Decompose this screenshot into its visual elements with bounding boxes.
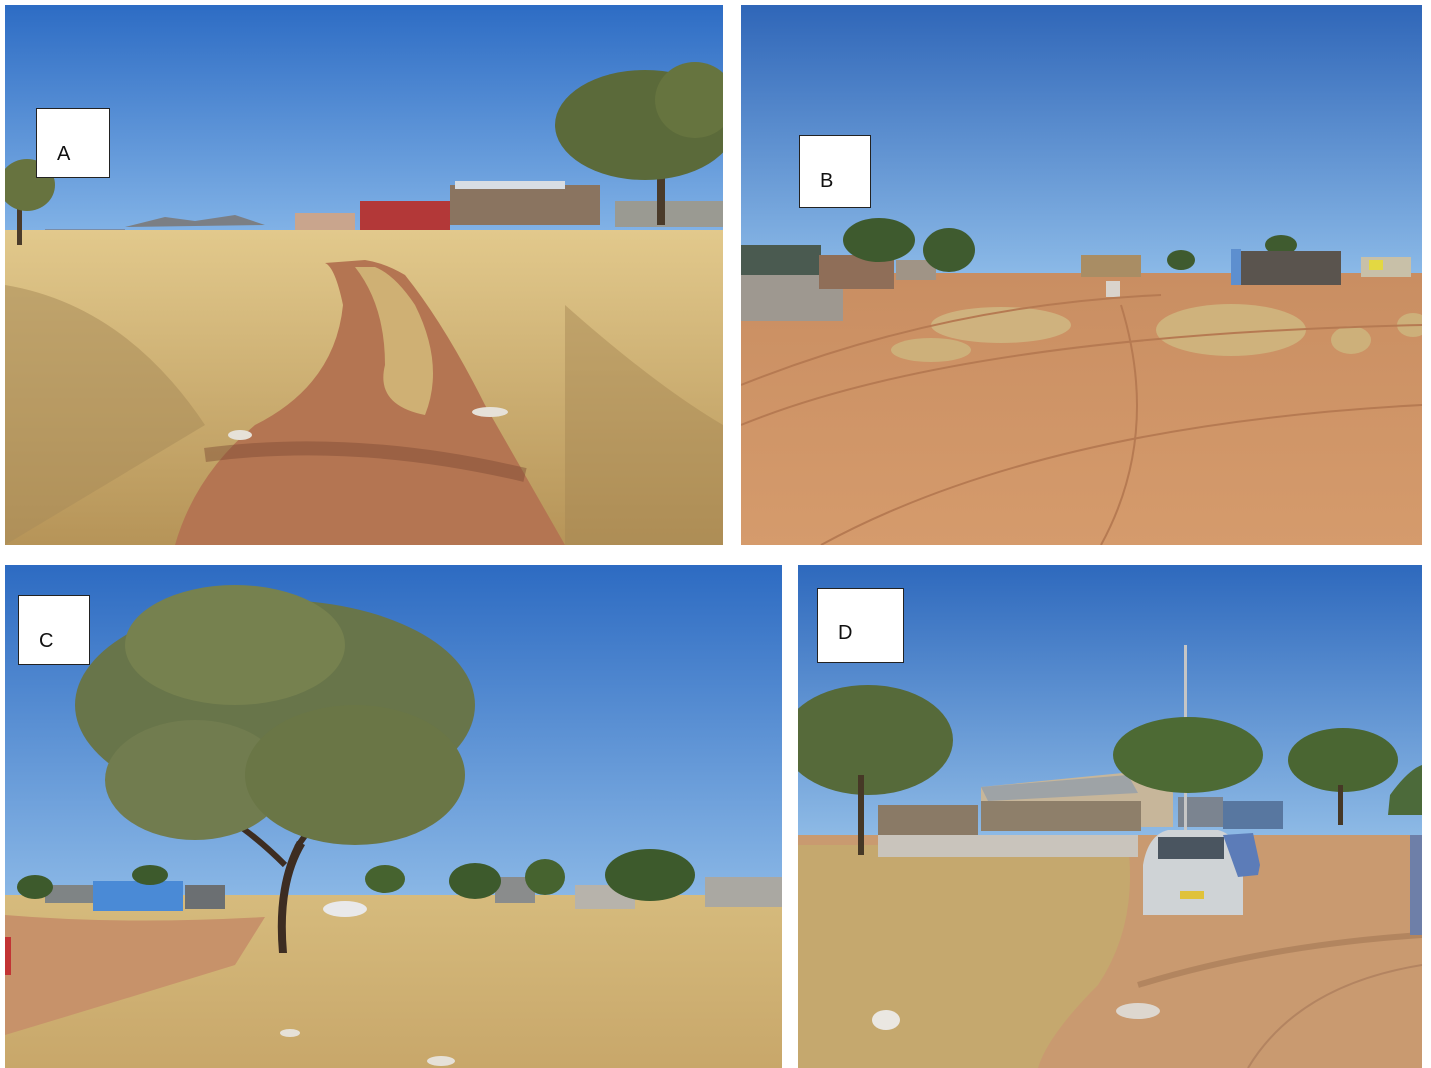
photo-a: A [5, 5, 723, 545]
photo-a-scene [5, 5, 723, 545]
photo-c-label: C [18, 595, 90, 665]
photo-d-label-text: D [838, 622, 853, 644]
photo-b-label-text: B [820, 170, 834, 192]
photo-b-label: B [799, 135, 871, 208]
photo-b-scene [741, 5, 1422, 545]
photo-c: C [5, 565, 782, 1068]
photo-d: D [798, 565, 1422, 1068]
photo-a-label: A [36, 108, 110, 178]
photo-d-label: D [817, 588, 904, 663]
photo-c-scene [5, 565, 782, 1068]
photo-c-label-text: C [39, 630, 54, 652]
photo-b: B [741, 5, 1422, 545]
photo-a-label-text: A [57, 143, 71, 165]
